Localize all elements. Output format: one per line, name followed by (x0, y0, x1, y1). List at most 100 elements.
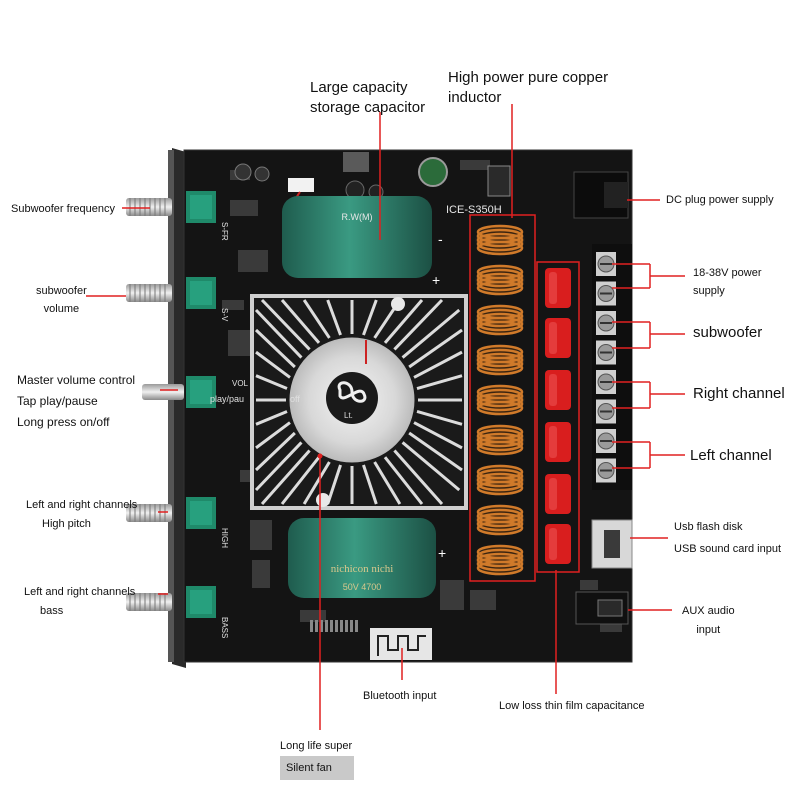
header-pins (310, 620, 358, 632)
heatsink-fin (393, 449, 444, 505)
heatsink-fin (260, 298, 311, 351)
screw-terminal-icon (596, 281, 616, 306)
header-pin (320, 620, 323, 632)
label-sub-vol: subwoofer volume (36, 285, 87, 315)
heatsink-fin (416, 410, 463, 426)
knob-marking: VOL (232, 379, 249, 388)
screw-terminal-icon (596, 311, 616, 335)
knob-icon (126, 277, 216, 309)
header-pin (335, 620, 338, 632)
heatsink-fin (280, 299, 321, 344)
knob-icon (142, 376, 216, 408)
heatsink-fin (413, 421, 463, 450)
off-marking: off (290, 394, 300, 404)
label-usb: Usb flash disk USB sound card input (674, 521, 782, 555)
fan-logo-text: Lt. (344, 411, 353, 420)
front-panel (172, 148, 186, 668)
heatsink-fin (416, 374, 463, 390)
heatsink-fin (413, 350, 463, 379)
inductor (475, 344, 525, 376)
fan-connector (288, 178, 314, 192)
inductor (475, 504, 525, 536)
film-capacitor (545, 474, 571, 514)
screw-terminal-icon (596, 370, 616, 394)
screw-terminals (596, 252, 616, 483)
heatsink-fin (255, 374, 288, 390)
header-pin (350, 620, 353, 632)
heatsink-fin (254, 308, 303, 359)
screw-terminal-icon (596, 340, 616, 365)
tap-marking: play/pau (210, 394, 244, 404)
heatsink-fin (408, 328, 463, 369)
heatsink-fin (362, 464, 378, 505)
label-subwoofer: subwoofer (693, 324, 763, 341)
inductor (475, 544, 525, 576)
heatsink-fin (280, 456, 321, 505)
cap-bottom-text: nichicon nichi (331, 563, 394, 575)
svg-text:-: - (438, 231, 443, 247)
label-bluetooth: Bluetooth input (363, 690, 437, 702)
screw-terminal-icon (596, 399, 616, 424)
knob-marking: BASS (220, 617, 229, 638)
storage-capacitor-bottom (288, 518, 436, 598)
electrolytic-small (418, 157, 448, 187)
knob-marking: S-FR (220, 222, 229, 241)
terminal-block (592, 244, 632, 490)
small-cap (254, 166, 270, 182)
diode (487, 165, 511, 197)
callout-lines (86, 104, 685, 730)
header-pin (310, 620, 313, 632)
storage-capacitor-top (282, 196, 432, 278)
heatsink-fin (260, 449, 311, 505)
label-sub-freq: Subwoofer frequency (11, 203, 115, 215)
svg-text:+: + (438, 545, 446, 561)
knob-marking: HIGH (220, 528, 229, 548)
header-pin (330, 620, 333, 632)
film-capacitor (545, 370, 571, 410)
heatsink-fin (326, 299, 342, 336)
front-panel-edge (168, 150, 174, 662)
heatsink-fin (362, 299, 378, 336)
heatsink-fin (373, 461, 402, 505)
label-film-cap: Low loss thin film capacitance (499, 700, 645, 712)
heatsink-fin (254, 431, 296, 472)
fan-screw (391, 297, 405, 311)
heatsink-fins (254, 298, 463, 505)
label-inductor: High power pure copper inductor (448, 69, 609, 106)
inductor (475, 304, 525, 336)
inductor (475, 384, 525, 416)
cap-top-text: R.W(M) (342, 212, 373, 222)
cap-bottom-rating: 50V 4700 (343, 582, 382, 592)
heatsink-fin (401, 308, 461, 359)
inductors (475, 224, 525, 576)
heatsink-fin (383, 456, 424, 505)
heatsink-fin (255, 410, 288, 426)
knob-icon (126, 497, 216, 529)
label-capacitor: Large capacity storage capacitor (310, 79, 426, 116)
heatsink-fin (408, 431, 463, 472)
bluetooth-module-icon (370, 628, 432, 660)
heatsink-fin (383, 299, 424, 344)
film-capacitor (545, 318, 571, 358)
screw-terminal-icon (596, 429, 616, 453)
label-power: 18-38V power supply (693, 267, 762, 297)
inductor-callout-box (469, 214, 536, 582)
inductor (475, 424, 525, 456)
label-bass: Left and right channels bass (24, 586, 136, 617)
header-pin (315, 620, 318, 632)
knob-icon (126, 191, 216, 223)
potentiometers (126, 191, 216, 618)
svg-text:+: + (432, 272, 440, 288)
heatsink-fin (401, 441, 461, 492)
small-cap (234, 163, 252, 181)
heatsink-fin (254, 328, 296, 369)
board-model: ICE-S350H (446, 204, 502, 216)
label-fan: Long life super Silent fan (280, 736, 354, 780)
film-cap-callout-box (536, 261, 580, 573)
screw-terminal-icon (596, 252, 616, 276)
inductor (475, 464, 525, 496)
heatsink-fin (393, 298, 444, 351)
